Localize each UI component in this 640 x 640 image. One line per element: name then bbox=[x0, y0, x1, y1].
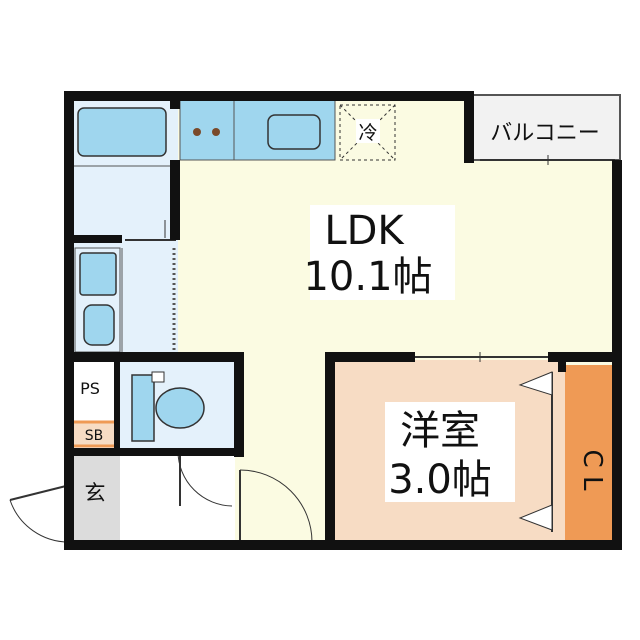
hall-door-swing bbox=[239, 469, 313, 543]
western-room-name: 洋室 bbox=[400, 408, 480, 454]
entrance-door bbox=[9, 484, 71, 501]
entrance-label: 玄 bbox=[85, 481, 106, 505]
kitchen-sink-icon bbox=[267, 114, 321, 150]
washbasin-icon bbox=[83, 304, 115, 346]
sb-label: SB bbox=[85, 428, 104, 444]
entrance-door-swing bbox=[9, 499, 71, 543]
hall-floor bbox=[120, 455, 235, 543]
closet-door-marker bbox=[518, 371, 553, 396]
western-room-size: 3.0帖 bbox=[388, 457, 492, 503]
entrance-floor bbox=[70, 455, 120, 543]
stove-burner-icon bbox=[193, 128, 201, 136]
toilet-tank-icon bbox=[131, 374, 155, 442]
closet-area bbox=[565, 365, 620, 542]
ldk-size: 10.1帖 bbox=[303, 254, 432, 300]
toilet-bowl-icon bbox=[155, 387, 205, 429]
toilet-paper-icon bbox=[151, 371, 165, 383]
closet-door-marker bbox=[518, 504, 553, 531]
ps-label: PS bbox=[80, 379, 100, 398]
washing-machine-icon bbox=[79, 252, 117, 296]
fridge-label: 冷 bbox=[358, 122, 377, 144]
balcony-area bbox=[469, 94, 621, 161]
closet-label: C L bbox=[577, 450, 607, 491]
stove-burner-icon bbox=[212, 128, 220, 136]
balcony-label: バルコニー bbox=[490, 121, 600, 146]
walls bbox=[64, 91, 622, 550]
kitchen-counter bbox=[179, 99, 336, 161]
ldk-name: LDK bbox=[324, 208, 405, 254]
bathtub-icon bbox=[77, 107, 167, 157]
